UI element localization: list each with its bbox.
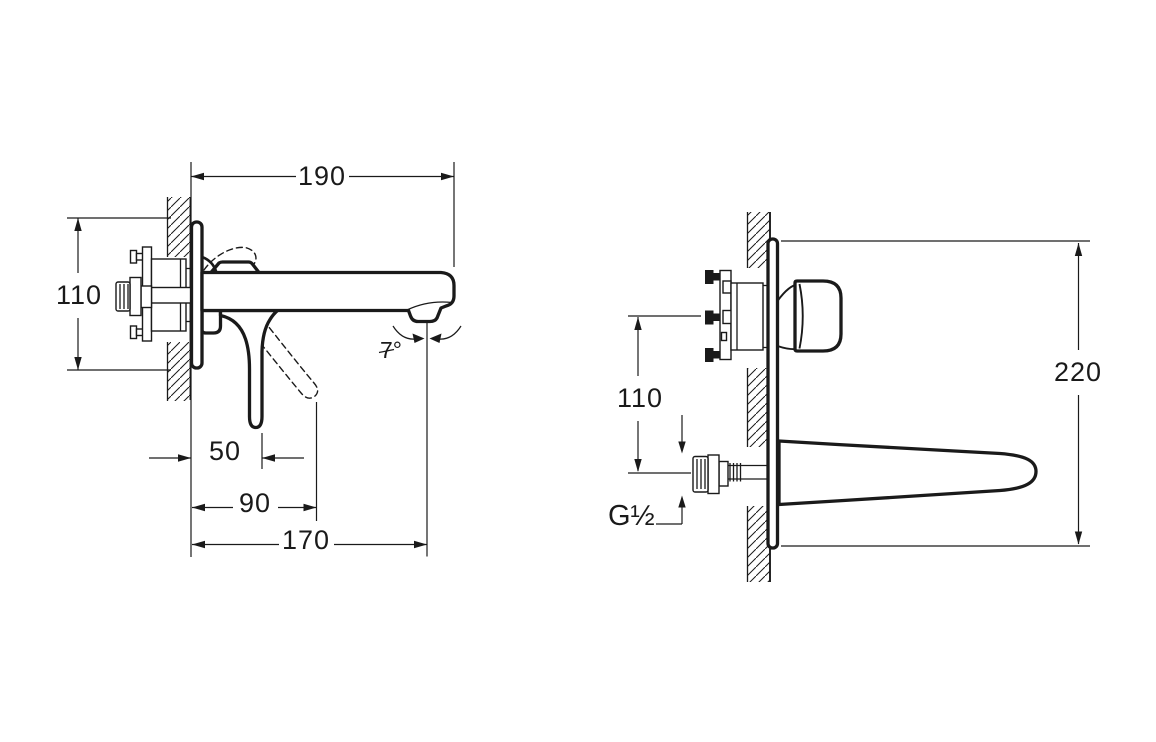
dim-label-overall-reach: 190: [298, 161, 346, 191]
body-shoulder: [200, 255, 218, 274]
dim-body-height: 110: [56, 217, 171, 371]
front-view: 110 G½ 220: [608, 212, 1102, 582]
thread-label: G½: [608, 500, 655, 532]
mounting-bolt: [129, 325, 138, 340]
dim-center-distance: 110: [617, 315, 701, 474]
crossed-seven-bar: [378, 348, 395, 354]
dim-label-aerator-reach: 170: [282, 525, 330, 555]
inwall-valve-body: [705, 269, 768, 362]
valve-spindle: [150, 286, 192, 304]
handle-closed: [209, 260, 261, 275]
dim-label-center-distance: 110: [617, 383, 663, 413]
mounting-bolt: [705, 348, 714, 362]
mounting-bolt: [705, 310, 714, 325]
lever-handle-dashed: [238, 311, 319, 399]
dim-label-handle-reach: 90: [239, 488, 271, 518]
aerator: [406, 301, 453, 311]
mounting-plate: [766, 237, 780, 550]
handle-open-dashed: [203, 246, 257, 274]
spout: [200, 270, 456, 324]
spindle-flange: [129, 276, 142, 317]
swivel-annotation: 7°: [378, 325, 462, 363]
valve-housing: [730, 282, 764, 351]
wall-hatch: [746, 212, 770, 582]
side-view: 190 110 50 90: [56, 161, 462, 557]
dim-label-handle-depth: 50: [209, 436, 241, 466]
connection-fitting: [692, 454, 770, 495]
wall-hatch: [166, 197, 190, 401]
dim-label-plate-height: 220: [1054, 357, 1102, 387]
mounting-bolt: [129, 249, 138, 264]
handle: [776, 279, 843, 353]
dim-plate-height: 220: [781, 240, 1102, 547]
thread-callout: G½: [608, 415, 686, 532]
inwall-valve-body: [115, 246, 192, 342]
dim-label-body-height: 110: [56, 280, 102, 310]
dim-handle-reach: 90: [192, 402, 318, 521]
lever-handle: [218, 308, 280, 430]
dim-handle-depth: 50: [149, 433, 304, 469]
mounting-bolt: [705, 270, 714, 284]
spout: [777, 439, 1038, 507]
dim-overall-reach: 190: [191, 161, 455, 267]
valve-neck: [200, 308, 223, 335]
dim-aerator-reach: 170: [192, 322, 428, 557]
